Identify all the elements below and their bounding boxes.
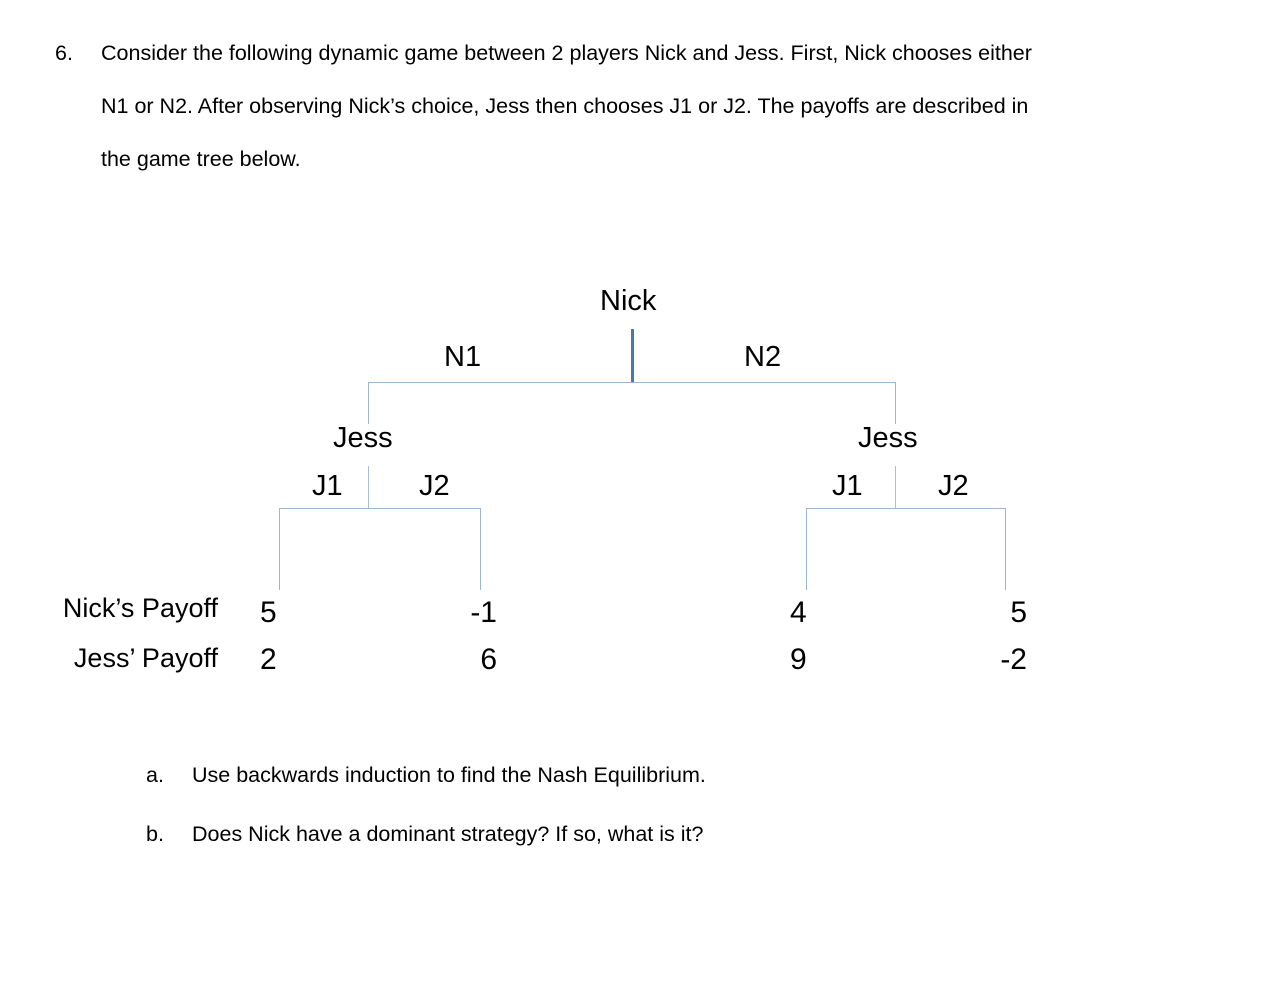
sub-question-b: b. Does Nick have a dominant strategy? I… (146, 821, 1046, 848)
question-block: 6. Consider the following dynamic game b… (55, 40, 1195, 199)
terminal-line-n2j2 (1005, 508, 1006, 590)
nick-payoff-row-label: Nick’s Payoff (62, 593, 218, 623)
payoff-nick-n2j2: 5 (1010, 596, 1027, 629)
question-line-3: the game tree below. (101, 146, 301, 171)
jess-payoff-row-label: Jess’ Payoff (73, 643, 218, 673)
payoff-nick-n1j2: -1 (470, 596, 497, 629)
sub-question-a-text: Use backwards induction to find the Nash… (192, 763, 706, 787)
root-branch-bar (368, 382, 896, 383)
payoff-jess-n1j2: 6 (480, 643, 497, 676)
left-node-branch-bar (279, 508, 480, 509)
sub-question-a-marker: a. (146, 763, 164, 787)
left-branch-line (368, 382, 369, 424)
payoff-jess-n1j1: 2 (260, 643, 277, 676)
root-action-left-label: N1 (444, 341, 482, 373)
root-stem-line (631, 329, 634, 383)
sub-question-a: a. Use backwards induction to find the N… (146, 762, 1046, 789)
terminal-line-n1j1 (279, 508, 280, 590)
question-first-line: 6. Consider the following dynamic game b… (55, 40, 1195, 67)
left-node-stem-line (368, 466, 369, 508)
root-player-label: Nick (600, 285, 657, 317)
left-node-action-left-label: J1 (312, 470, 343, 502)
question-line-1: Consider the following dynamic game betw… (101, 41, 1032, 65)
right-node-action-right-label: J2 (938, 470, 969, 502)
left-node-player-label: Jess (333, 422, 393, 454)
left-node-action-right-label: J2 (419, 470, 450, 502)
right-branch-line (895, 382, 896, 424)
sub-question-list: a. Use backwards induction to find the N… (146, 762, 1046, 880)
sub-question-b-marker: b. (146, 821, 164, 846)
right-node-stem-line (895, 466, 896, 508)
payoff-nick-n1j1: 5 (260, 596, 277, 629)
root-action-right-label: N2 (744, 341, 782, 373)
payoff-jess-n2j1: 9 (790, 643, 807, 676)
payoff-nick-n2j1: 4 (790, 596, 807, 629)
question-line-2: N1 or N2. After observing Nick’s choice,… (101, 93, 1029, 118)
payoff-jess-n2j2: -2 (1000, 643, 1027, 676)
terminal-line-n1j2 (480, 508, 481, 590)
right-node-branch-bar (806, 508, 1006, 509)
right-node-action-left-label: J1 (832, 470, 863, 502)
right-node-player-label: Jess (858, 422, 918, 454)
terminal-line-n2j1 (806, 508, 807, 590)
question-number: 6. (55, 41, 73, 65)
sub-question-b-text: Does Nick have a dominant strategy? If s… (192, 821, 704, 846)
